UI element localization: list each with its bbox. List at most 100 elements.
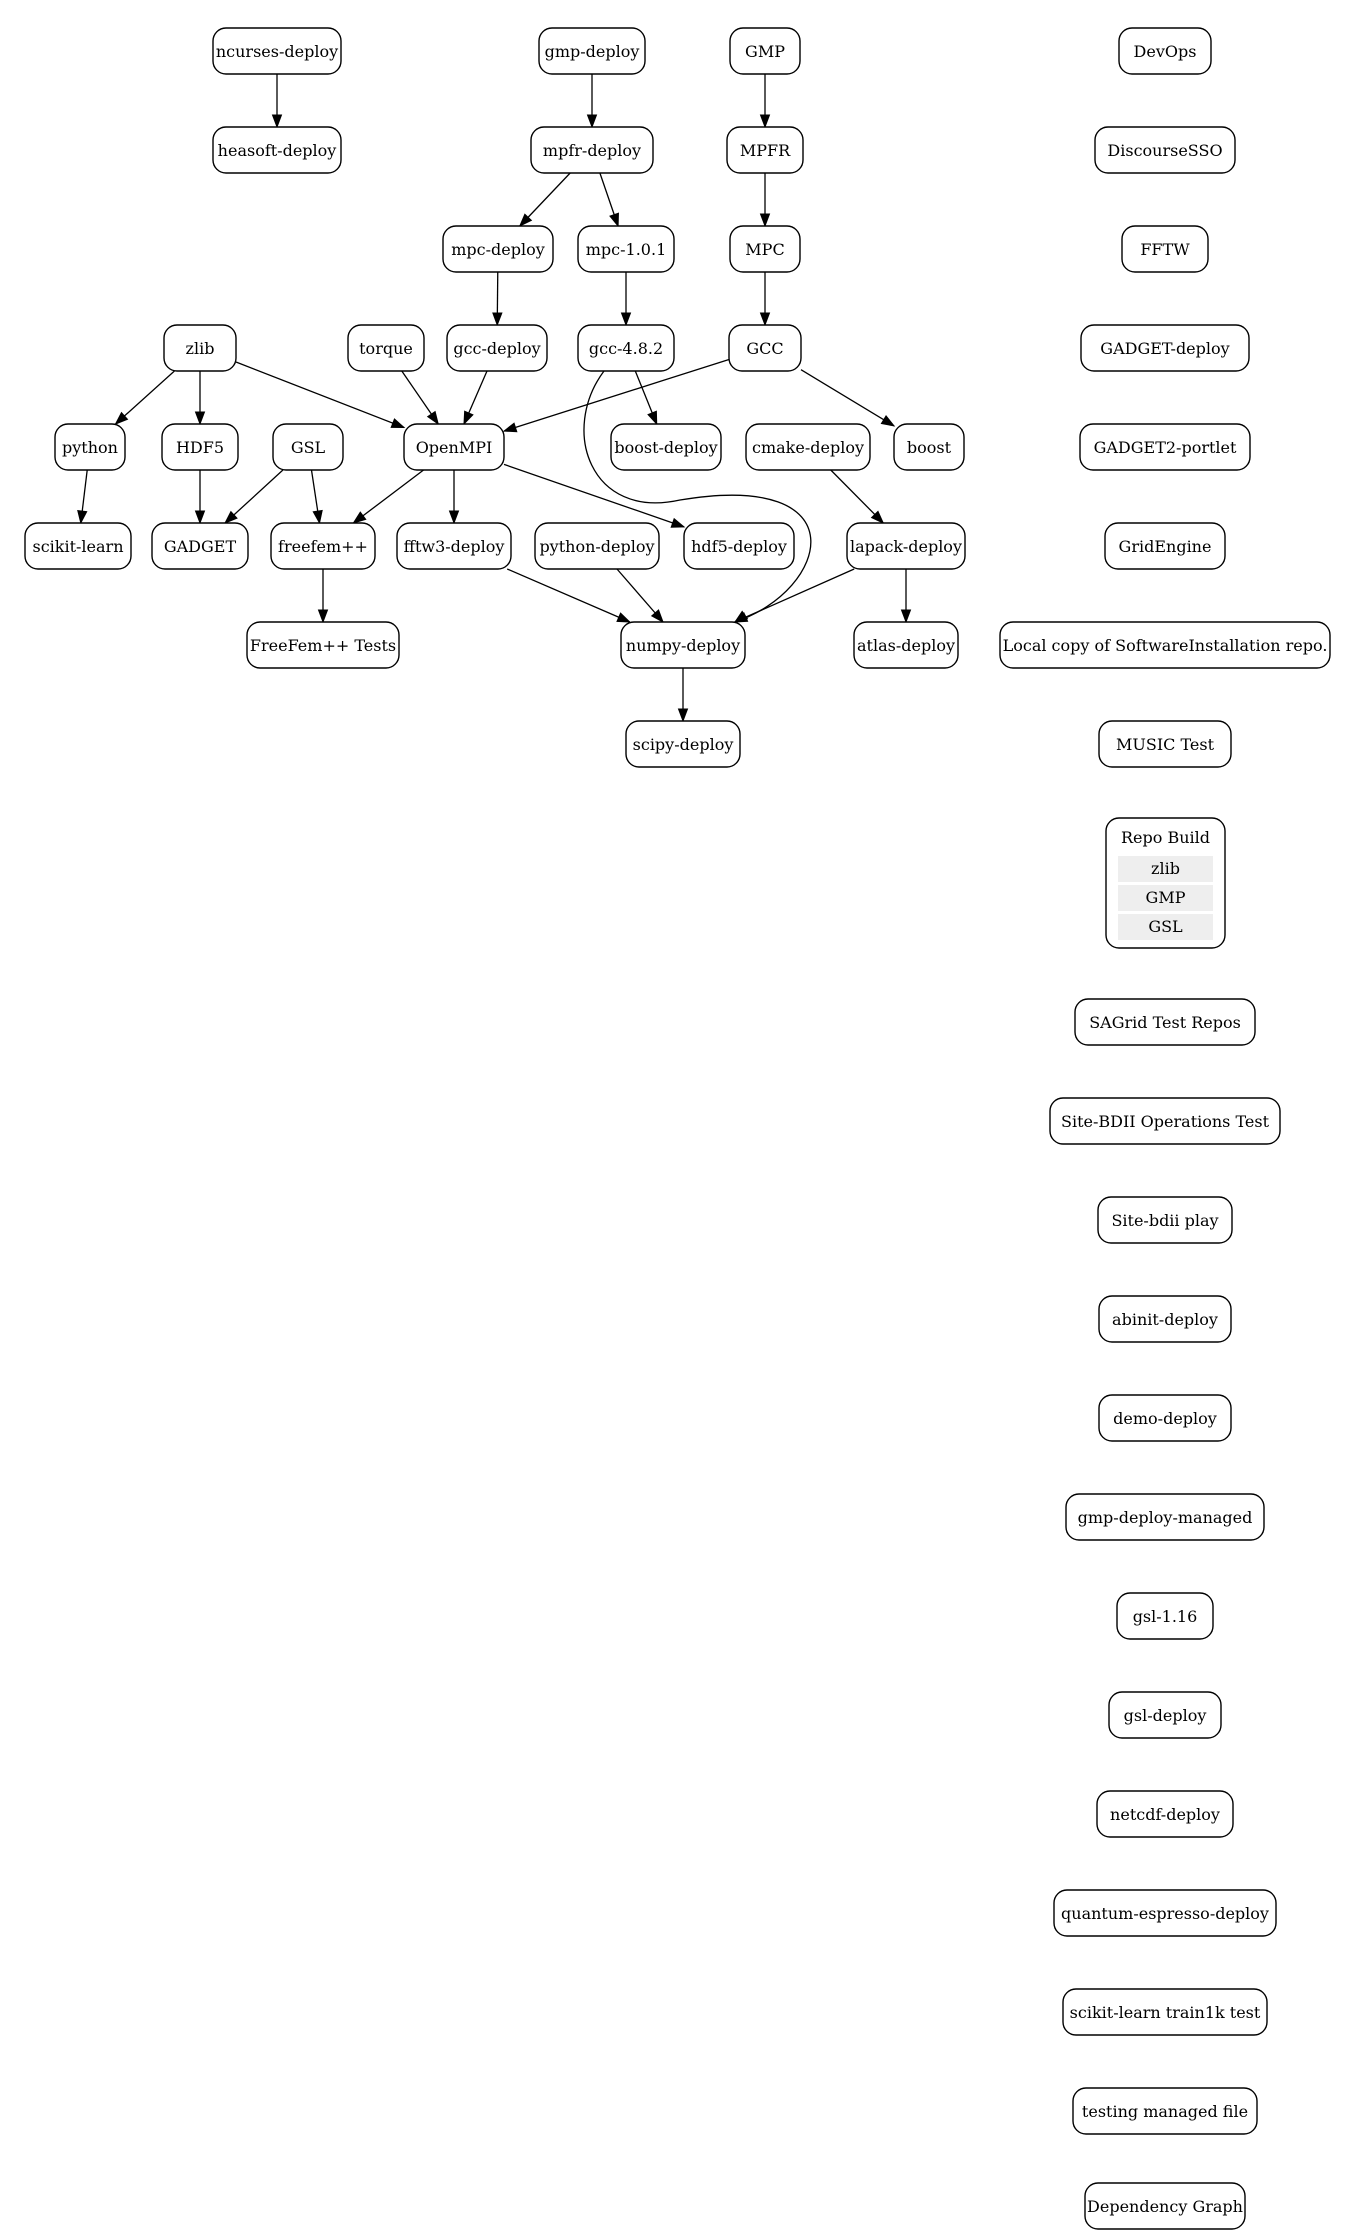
node-scikit[interactable]: scikit-learn <box>24 522 132 570</box>
node-label: abinit-deploy <box>1112 1310 1218 1329</box>
node-label: scikit-learn <box>32 537 123 556</box>
edge-arrowhead <box>352 511 367 524</box>
node-GCC[interactable]: GCC <box>728 324 802 372</box>
node-lapack[interactable]: lapack-deploy <box>846 522 966 570</box>
node-heasoft[interactable]: heasoft-deploy <box>212 126 342 174</box>
node-mpc101[interactable]: mpc-1.0.1 <box>577 225 675 273</box>
node-OpenMPI[interactable]: OpenMPI <box>403 423 505 471</box>
node-qe[interactable]: quantum-espresso-deploy <box>1053 1889 1277 1937</box>
node-gcc482[interactable]: gcc-4.8.2 <box>577 324 675 372</box>
node-fftw[interactable]: FFTW <box>1121 225 1209 273</box>
node-boost[interactable]: boost <box>893 423 965 471</box>
node-label: DevOps <box>1134 42 1197 61</box>
node-python[interactable]: python <box>54 423 126 471</box>
node-freefem[interactable]: freefem++ <box>270 522 376 570</box>
edge-GSL-freefem <box>310 469 323 525</box>
node-mpfrd[interactable]: mpfr-deploy <box>530 126 654 174</box>
node-zlib[interactable]: zlib <box>163 324 237 372</box>
node-depgraph[interactable]: Dependency Graph <box>1084 2182 1246 2230</box>
node-box <box>610 423 722 471</box>
node-boostd[interactable]: boost-deploy <box>610 423 722 471</box>
node-devops[interactable]: DevOps <box>1118 27 1212 75</box>
edge-zlib-HDF5 <box>194 371 206 426</box>
node-box <box>625 720 741 768</box>
edge-arrowhead <box>518 213 533 228</box>
node-torque[interactable]: torque <box>347 324 425 372</box>
edge-arrowhead <box>870 510 885 525</box>
node-box <box>1049 1097 1281 1145</box>
node-GMP[interactable]: GMP <box>729 27 801 75</box>
edge-arrowhead <box>492 312 503 327</box>
node-label: boost-deploy <box>614 438 717 457</box>
edge-arrowhead <box>880 414 896 427</box>
edge-zlib-python <box>114 370 175 425</box>
node-GADGET[interactable]: GADGET <box>151 522 249 570</box>
node-MPFR[interactable]: MPFR <box>726 126 804 174</box>
node-sktrain[interactable]: scikit-learn train1k test <box>1062 1988 1268 2036</box>
node-mpcd[interactable]: mpc-deploy <box>442 225 554 273</box>
edge-lapack-atlas <box>900 569 912 624</box>
node-box <box>396 522 512 570</box>
node-label: GridEngine <box>1119 537 1212 556</box>
node-GSL[interactable]: GSL <box>272 423 344 471</box>
node-fftw3[interactable]: fftw3-deploy <box>396 522 512 570</box>
node-pythond[interactable]: python-deploy <box>534 522 660 570</box>
node-label: mpc-deploy <box>451 240 545 259</box>
repo-build-cluster[interactable]: Repo Build zlib GMP GSL <box>1105 817 1226 949</box>
node-label: cmake-deploy <box>752 438 864 457</box>
node-numpy[interactable]: numpy-deploy <box>620 621 746 669</box>
node-box <box>745 423 871 471</box>
node-box <box>1097 1196 1233 1244</box>
node-gadgetd[interactable]: GADGET-deploy <box>1080 324 1250 372</box>
edge-arrowhead <box>616 612 632 623</box>
node-music[interactable]: MUSIC Test <box>1098 720 1232 768</box>
node-sitebdii[interactable]: Site-BDII Operations Test <box>1049 1097 1281 1145</box>
node-netcdf[interactable]: netcdf-deploy <box>1096 1790 1234 1838</box>
node-gadget2p[interactable]: GADGET2-portlet <box>1079 423 1251 471</box>
node-sagrid[interactable]: SAGrid Test Repos <box>1074 998 1256 1046</box>
node-demo[interactable]: demo-deploy <box>1098 1394 1232 1442</box>
node-MPC[interactable]: MPC <box>729 225 801 273</box>
node-box <box>442 225 554 273</box>
node-label: scikit-learn train1k test <box>1070 2003 1261 2022</box>
node-HDF5[interactable]: HDF5 <box>161 423 239 471</box>
cluster-title: Repo Build <box>1121 828 1210 847</box>
node-label: mpfr-deploy <box>543 141 641 160</box>
edge-arrowhead <box>448 510 460 525</box>
edge-line <box>583 370 812 623</box>
node-gmpmanaged[interactable]: gmp-deploy-managed <box>1065 1493 1265 1541</box>
node-gsl116[interactable]: gsl-1.16 <box>1116 1592 1214 1640</box>
node-label: Local copy of SoftwareInstallation repo. <box>1003 636 1328 655</box>
node-ncurses[interactable]: ncurses-deploy <box>212 27 342 75</box>
node-testing[interactable]: testing managed file <box>1072 2087 1258 2135</box>
node-hdf5d[interactable]: hdf5-deploy <box>683 522 795 570</box>
edge-line <box>115 370 175 425</box>
node-gridengine[interactable]: GridEngine <box>1104 522 1226 570</box>
node-abinit[interactable]: abinit-deploy <box>1098 1295 1232 1343</box>
node-label: gmp-deploy <box>545 42 640 61</box>
node-label: MUSIC Test <box>1116 735 1215 754</box>
edge-arrowhead <box>670 517 686 528</box>
edge-line <box>353 469 424 524</box>
node-gsld[interactable]: gsl-deploy <box>1108 1691 1222 1739</box>
edge-line <box>224 469 284 524</box>
node-gccd[interactable]: gcc-deploy <box>446 324 548 372</box>
node-scipy[interactable]: scipy-deploy <box>625 720 741 768</box>
node-localcopy[interactable]: Local copy of SoftwareInstallation repo. <box>999 621 1331 669</box>
node-box <box>577 324 675 372</box>
node-label: GSL <box>291 438 326 457</box>
edge-arrowhead <box>224 510 238 524</box>
node-box <box>577 225 675 273</box>
node-sso[interactable]: DiscourseSSO <box>1094 126 1236 174</box>
node-label: ncurses-deploy <box>216 42 338 61</box>
node-box <box>446 324 548 372</box>
node-box <box>853 621 959 669</box>
node-atlas[interactable]: atlas-deploy <box>853 621 959 669</box>
node-cmaked[interactable]: cmake-deploy <box>745 423 871 471</box>
node-label: fftw3-deploy <box>404 537 505 556</box>
node-gmpd[interactable]: gmp-deploy <box>538 27 646 75</box>
node-fftests[interactable]: FreeFem++ Tests <box>246 621 400 669</box>
edge-python-scikit <box>77 469 88 525</box>
node-bdiiplay[interactable]: Site-bdii play <box>1097 1196 1233 1244</box>
